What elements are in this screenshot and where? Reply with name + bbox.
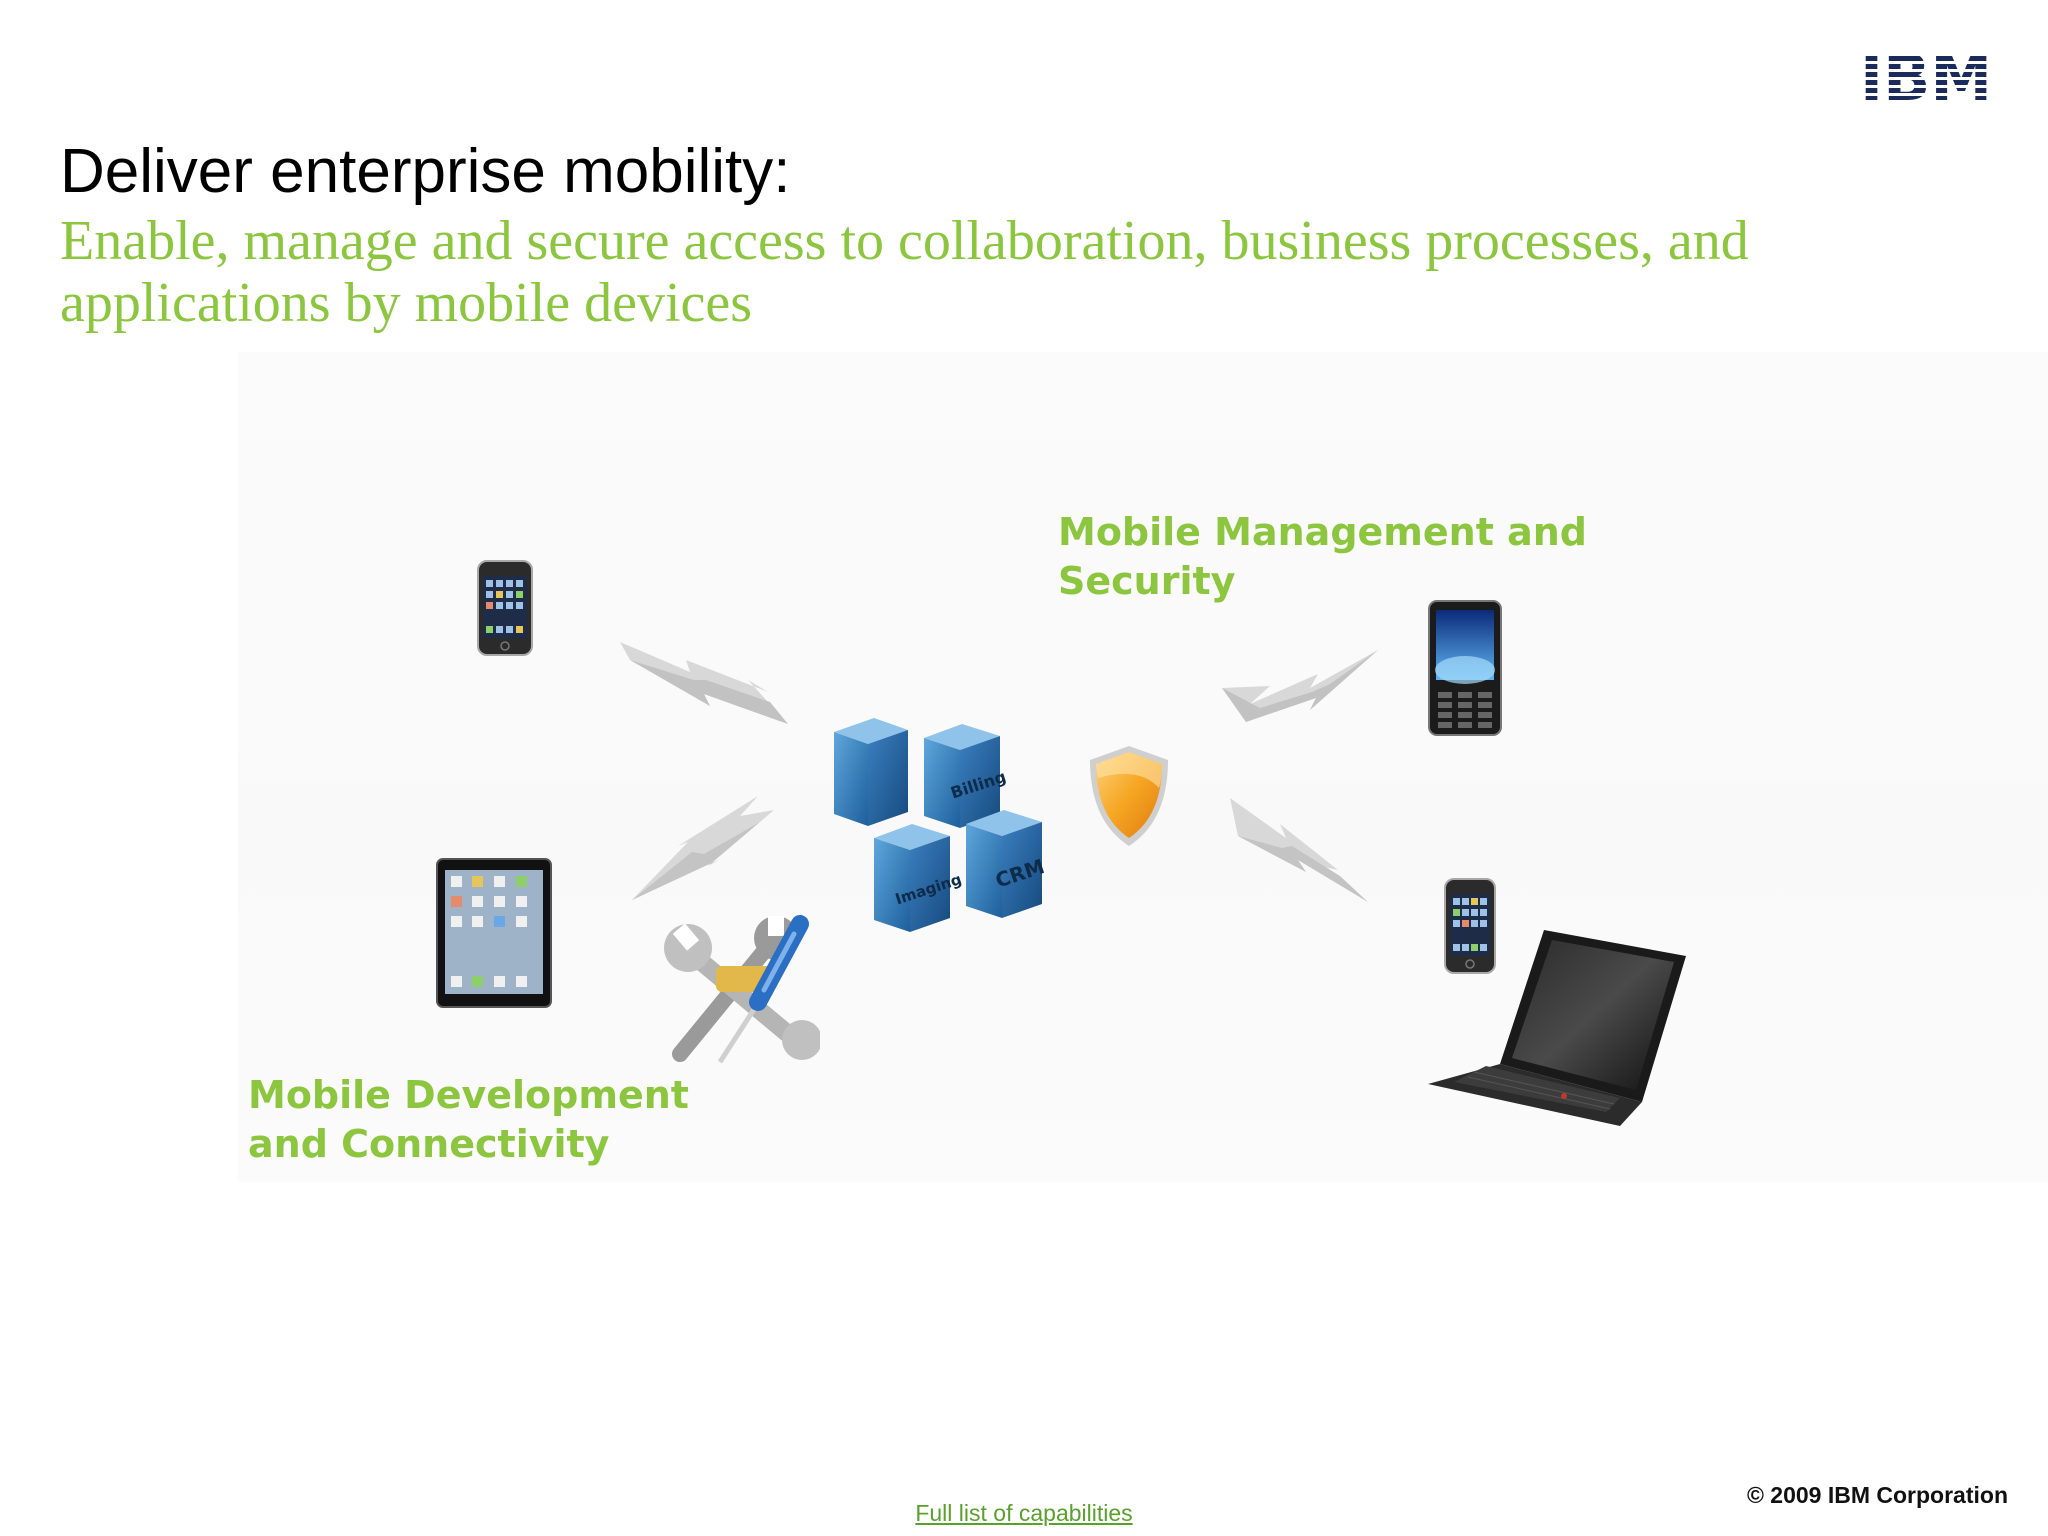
server-cube-crm: CRM [966,810,1047,918]
shield-icon [1090,746,1168,846]
ibm-logo: IBM [1860,48,1992,101]
smartphone-icon [477,560,533,656]
lightning-bolt-icon [1230,798,1368,902]
server-cubes-icon: Billing Imaging CRM [834,718,1047,932]
full-capabilities-link[interactable]: Full list of capabilities [915,1500,1133,1526]
lightning-bolt-icon [620,642,788,724]
laptop-icon [1428,930,1686,1126]
tablet-icon [436,858,552,1008]
smartphone-icon [1444,878,1496,974]
server-cube [834,718,908,826]
slide-title: Deliver enterprise mobility: [60,137,791,206]
server-cube-billing: Billing [924,724,1008,828]
mobile-development-label: Mobile Development and Connectivity [248,1073,689,1166]
copyright-text: © 2009 IBM Corporation [1746,1482,2008,1508]
slide-subtitle: Enable, manage and secure access to coll… [60,210,1749,334]
mobile-management-label: Mobile Management and Security [1058,510,1588,603]
server-cube-imaging: Imaging [874,824,964,932]
lightning-bolt-icon [1222,650,1378,722]
tools-icon [664,915,820,1064]
feature-phone-icon [1428,600,1502,736]
lightning-bolt-icon [632,796,774,900]
